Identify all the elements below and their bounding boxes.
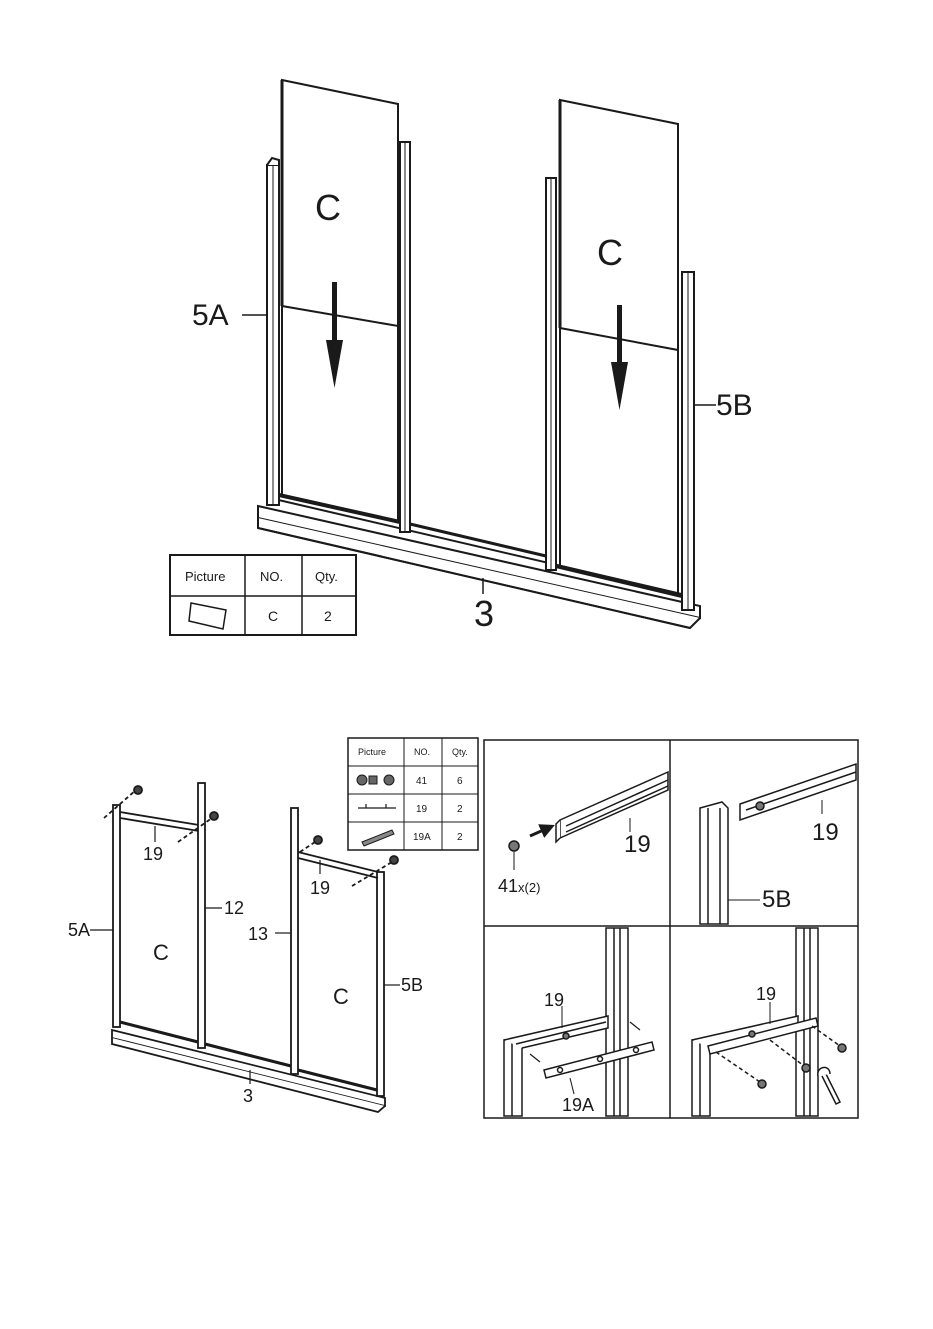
post-12	[198, 783, 205, 1048]
frame-label: 5B	[762, 886, 791, 913]
nut-icon	[756, 802, 764, 810]
rail-label: 19	[143, 844, 163, 864]
table-cell: C	[268, 608, 278, 624]
frame-5a	[113, 805, 120, 1027]
table-header: NO.	[414, 747, 430, 757]
base-label: 3	[243, 1086, 253, 1106]
table-cell: 6	[457, 776, 463, 787]
post-label: 13	[248, 924, 268, 944]
step1-figure	[242, 80, 716, 628]
table-cell: 19	[416, 804, 428, 815]
table-header: NO.	[260, 569, 283, 584]
table-cell: 2	[457, 832, 463, 843]
rail-label: 19	[310, 878, 330, 898]
panel-label: C	[153, 940, 169, 965]
panel-label: C	[597, 232, 623, 273]
glass-panel-left	[282, 80, 398, 522]
table-cell: 2	[457, 804, 463, 815]
rail-label: 19	[624, 831, 651, 858]
parts-table: Picture NO. Qty. C 2	[170, 555, 356, 635]
nut-icon	[390, 856, 398, 864]
base-label: 3	[474, 593, 494, 634]
frame-label: 5B	[401, 975, 423, 995]
table-header: Qty.	[315, 569, 338, 584]
center-post-left	[400, 142, 410, 532]
nut-bolt-icon	[357, 775, 394, 785]
table-header: Qty.	[452, 747, 468, 757]
panel-label: C	[333, 984, 349, 1009]
post-13	[291, 808, 298, 1074]
fastener-qty: x(2)	[518, 880, 540, 895]
frame-label: 5B	[716, 389, 753, 422]
panel-label: C	[315, 187, 341, 228]
nut-icon	[509, 841, 519, 851]
table-header: Picture	[185, 569, 225, 584]
table-cell: 19A	[413, 832, 431, 843]
table-cell: 41	[416, 776, 428, 787]
post-label: 12	[224, 898, 244, 918]
frame-label: 5A	[192, 299, 229, 332]
table-header: Picture	[358, 747, 386, 757]
screw-icon	[838, 1044, 846, 1052]
nut-icon	[314, 836, 322, 844]
fastener-number: 41	[498, 876, 518, 896]
frame-5b	[377, 872, 384, 1096]
center-post-right	[410, 178, 556, 570]
bracket-label: 19A	[562, 1095, 594, 1115]
nut-icon	[563, 1033, 569, 1039]
table-cell: 2	[324, 608, 332, 624]
rail-label: 19	[812, 819, 839, 846]
nut-icon	[210, 812, 218, 820]
screw-icon	[802, 1064, 810, 1072]
nut-icon	[749, 1031, 755, 1037]
rail-label: 19	[756, 984, 776, 1004]
rail-label: 19	[544, 990, 564, 1010]
frame-label: 5A	[68, 920, 90, 940]
nut-icon	[134, 786, 142, 794]
screw-icon	[758, 1080, 766, 1088]
